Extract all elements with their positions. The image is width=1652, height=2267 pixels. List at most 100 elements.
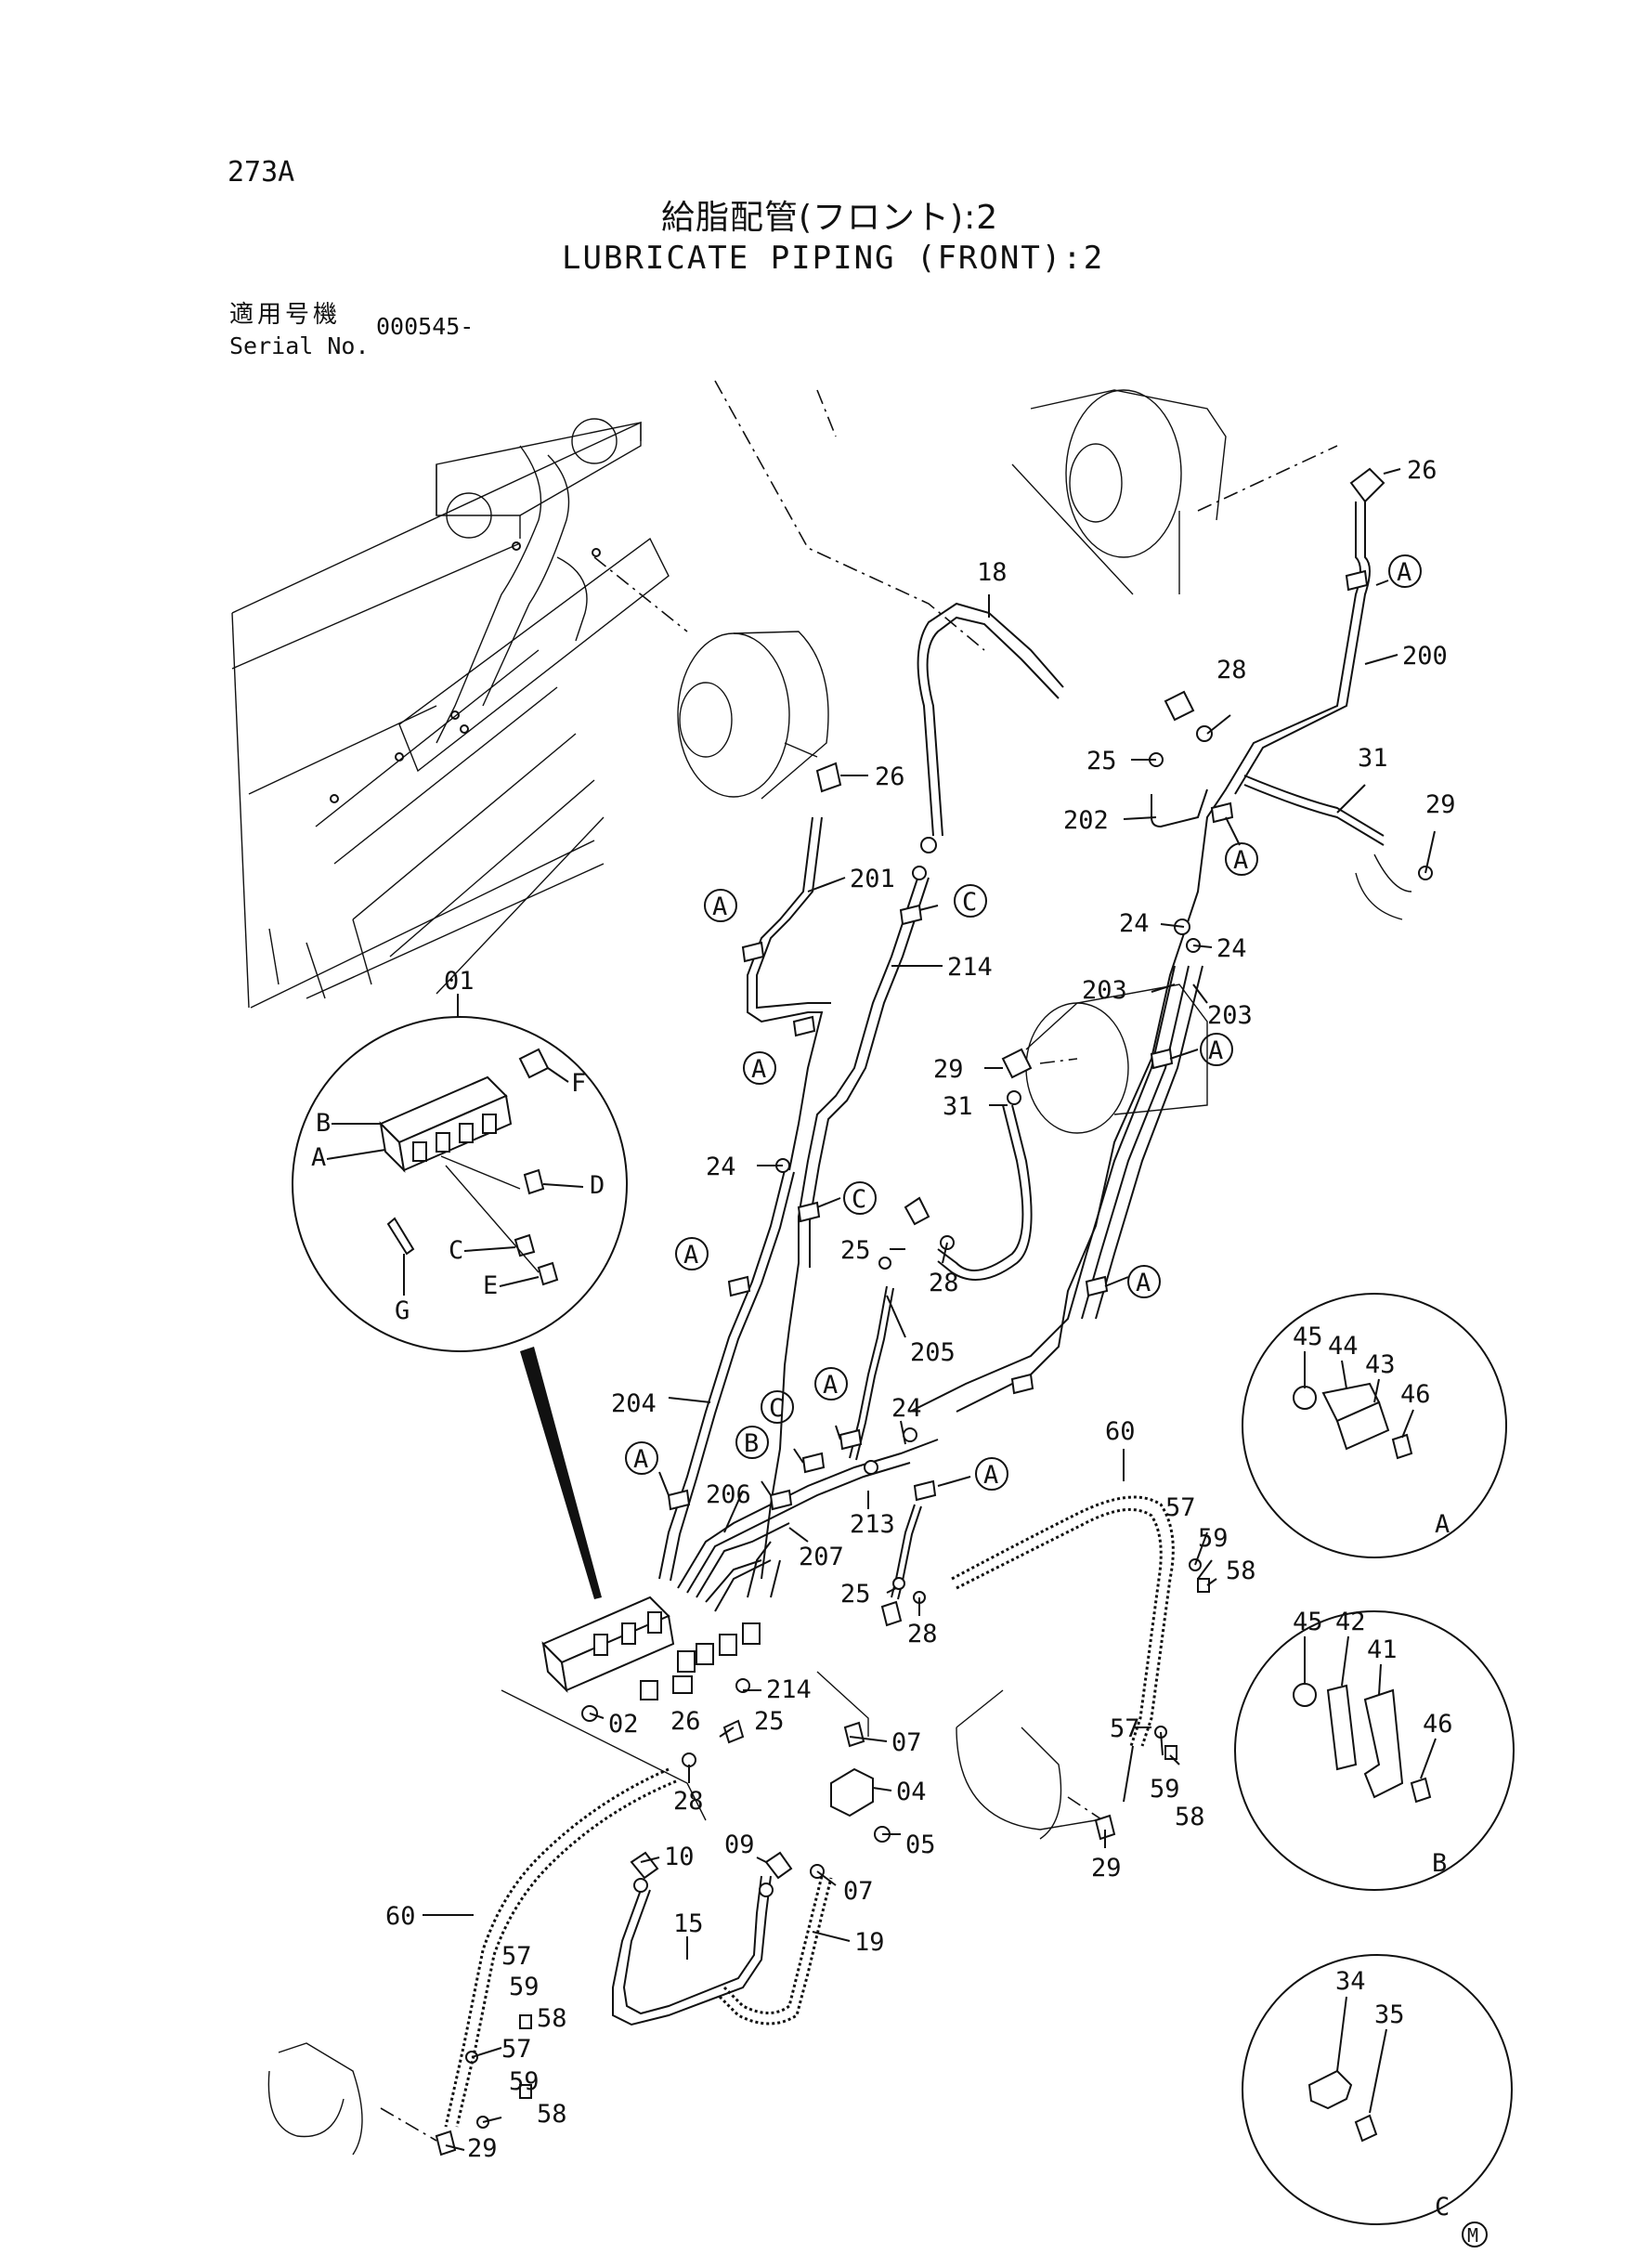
callout-24: 24: [1119, 909, 1150, 938]
detail-b-label-46: 46: [1423, 1710, 1453, 1739]
hose-60-right: [951, 1495, 1175, 1803]
callout-203: 203: [1207, 1001, 1253, 1030]
detail-circle-a: [1242, 1293, 1507, 1558]
callout-09: 09: [724, 1831, 755, 1859]
callout-58: 58: [1226, 1557, 1256, 1585]
callout-29: 29: [1091, 1854, 1122, 1883]
serial-label-japanese: 適用号機: [229, 301, 342, 329]
callout-60: 60: [1105, 1417, 1136, 1446]
page-code: 273A: [228, 156, 295, 189]
ref-letter-a: A: [1136, 1269, 1151, 1297]
callout-05: 05: [905, 1831, 936, 1859]
ref-letter-a: A: [823, 1371, 838, 1400]
callout-28: 28: [929, 1269, 959, 1297]
callout-labels: 26 200 18 28 25 31 202 29 26 201 214 24 …: [385, 456, 1456, 2163]
ref-letter-c: C: [962, 888, 977, 917]
detail-a-label-44: 44: [1328, 1332, 1359, 1361]
callout-57: 57: [1110, 1714, 1140, 1743]
callout-28: 28: [673, 1787, 704, 1816]
boom-boss-lower-left: [267, 2042, 437, 2156]
detail-labels: F B A D C E G 45 44 43 46 A 45 42 41 46 …: [311, 1067, 1453, 2221]
callout-58: 58: [1175, 1803, 1205, 1831]
callout-60: 60: [385, 1902, 416, 1931]
callout-leaders: [423, 468, 1436, 2151]
callout-07: 07: [843, 1877, 874, 1906]
detail-01-label-b: B: [316, 1109, 331, 1138]
detail-a-label-43: 43: [1365, 1350, 1396, 1379]
hose-15: [612, 1875, 772, 2026]
detail-a-label: A: [1435, 1510, 1450, 1539]
ref-letter-c: C: [852, 1185, 866, 1214]
pipe-214: [761, 872, 930, 1580]
hose-60-left: [444, 1767, 677, 2128]
pipe-clamps: [667, 569, 1369, 1511]
m-mark: M: [1462, 2221, 1488, 2247]
callout-07: 07: [891, 1728, 922, 1757]
detail-c-label-34: 34: [1335, 1967, 1366, 1996]
detail-a-label-45: 45: [1293, 1322, 1323, 1351]
detail-01-label-d: D: [590, 1171, 605, 1200]
ref-letter-b: B: [744, 1429, 759, 1458]
pipe-204: [658, 1169, 795, 1582]
callout-59: 59: [1198, 1524, 1229, 1553]
callout-28: 28: [1216, 656, 1247, 684]
callout-25: 25: [840, 1580, 871, 1609]
detail-b-label-41: 41: [1367, 1635, 1398, 1664]
serial-number-value: 000545-: [376, 313, 475, 340]
callout-214: 214: [766, 1675, 812, 1704]
detail-circle-b: [1234, 1610, 1515, 1891]
callout-26: 26: [875, 762, 905, 791]
callout-59: 59: [509, 1973, 540, 2001]
detail-b-label-42: 42: [1335, 1608, 1366, 1636]
boom-structure-upper-left: [231, 418, 688, 1009]
ref-letter-a: A: [1397, 558, 1411, 587]
ref-letter-a: A: [983, 1461, 998, 1490]
ref-letter-a: A: [683, 1241, 698, 1270]
callout-26: 26: [1407, 456, 1437, 485]
callout-203: 203: [1082, 976, 1127, 1005]
detail-01-label-f: F: [571, 1069, 586, 1098]
callout-200: 200: [1402, 642, 1448, 671]
pipe-31-upper: [1243, 775, 1385, 846]
detail-01-label-c: C: [449, 1236, 463, 1265]
detail-circle-c: [1242, 1954, 1513, 2225]
ref-letter-a: A: [751, 1055, 766, 1084]
callout-59: 59: [1150, 1775, 1180, 1804]
detail-circle-01: [292, 1016, 628, 1352]
callout-58: 58: [537, 2100, 567, 2129]
detail-c-label-35: 35: [1374, 2000, 1405, 2029]
callout-28: 28: [907, 1620, 938, 1648]
callout-202: 202: [1063, 806, 1109, 835]
callout-24: 24: [891, 1394, 922, 1423]
callout-57: 57: [1165, 1493, 1196, 1522]
callout-24: 24: [1216, 934, 1247, 963]
callout-31: 31: [1358, 744, 1388, 773]
detail-c-label: C: [1435, 2193, 1450, 2221]
detail-b-label: B: [1432, 1849, 1447, 1878]
fittings: [435, 467, 1433, 2156]
callout-201: 201: [850, 865, 895, 893]
circled-reference-letters: A A C A A A C A A A C A B A: [625, 554, 1422, 1491]
callout-214: 214: [947, 953, 993, 982]
callout-57: 57: [501, 1942, 532, 1971]
ref-letter-a: A: [712, 892, 727, 921]
callout-25: 25: [840, 1236, 871, 1265]
callout-59: 59: [509, 2067, 540, 2096]
callout-19: 19: [854, 1928, 885, 1957]
grease-distribution-block: [541, 1596, 761, 1700]
pipe-18: [917, 602, 1064, 837]
boom-boss-lower-right: [956, 1689, 1111, 1840]
callout-31: 31: [943, 1092, 973, 1121]
callout-25: 25: [754, 1707, 785, 1736]
callout-205: 205: [910, 1338, 956, 1367]
callout-213: 213: [850, 1510, 895, 1539]
boom-boss-middle: [677, 631, 829, 800]
ref-letter-a: A: [1233, 846, 1248, 875]
callout-24: 24: [706, 1153, 736, 1181]
callout-29: 29: [933, 1055, 964, 1084]
pipe-201: [747, 816, 831, 1171]
callout-25: 25: [1086, 747, 1117, 775]
boom-boss-upper-right: [1011, 389, 1338, 595]
detail-01-label-g: G: [395, 1296, 410, 1325]
